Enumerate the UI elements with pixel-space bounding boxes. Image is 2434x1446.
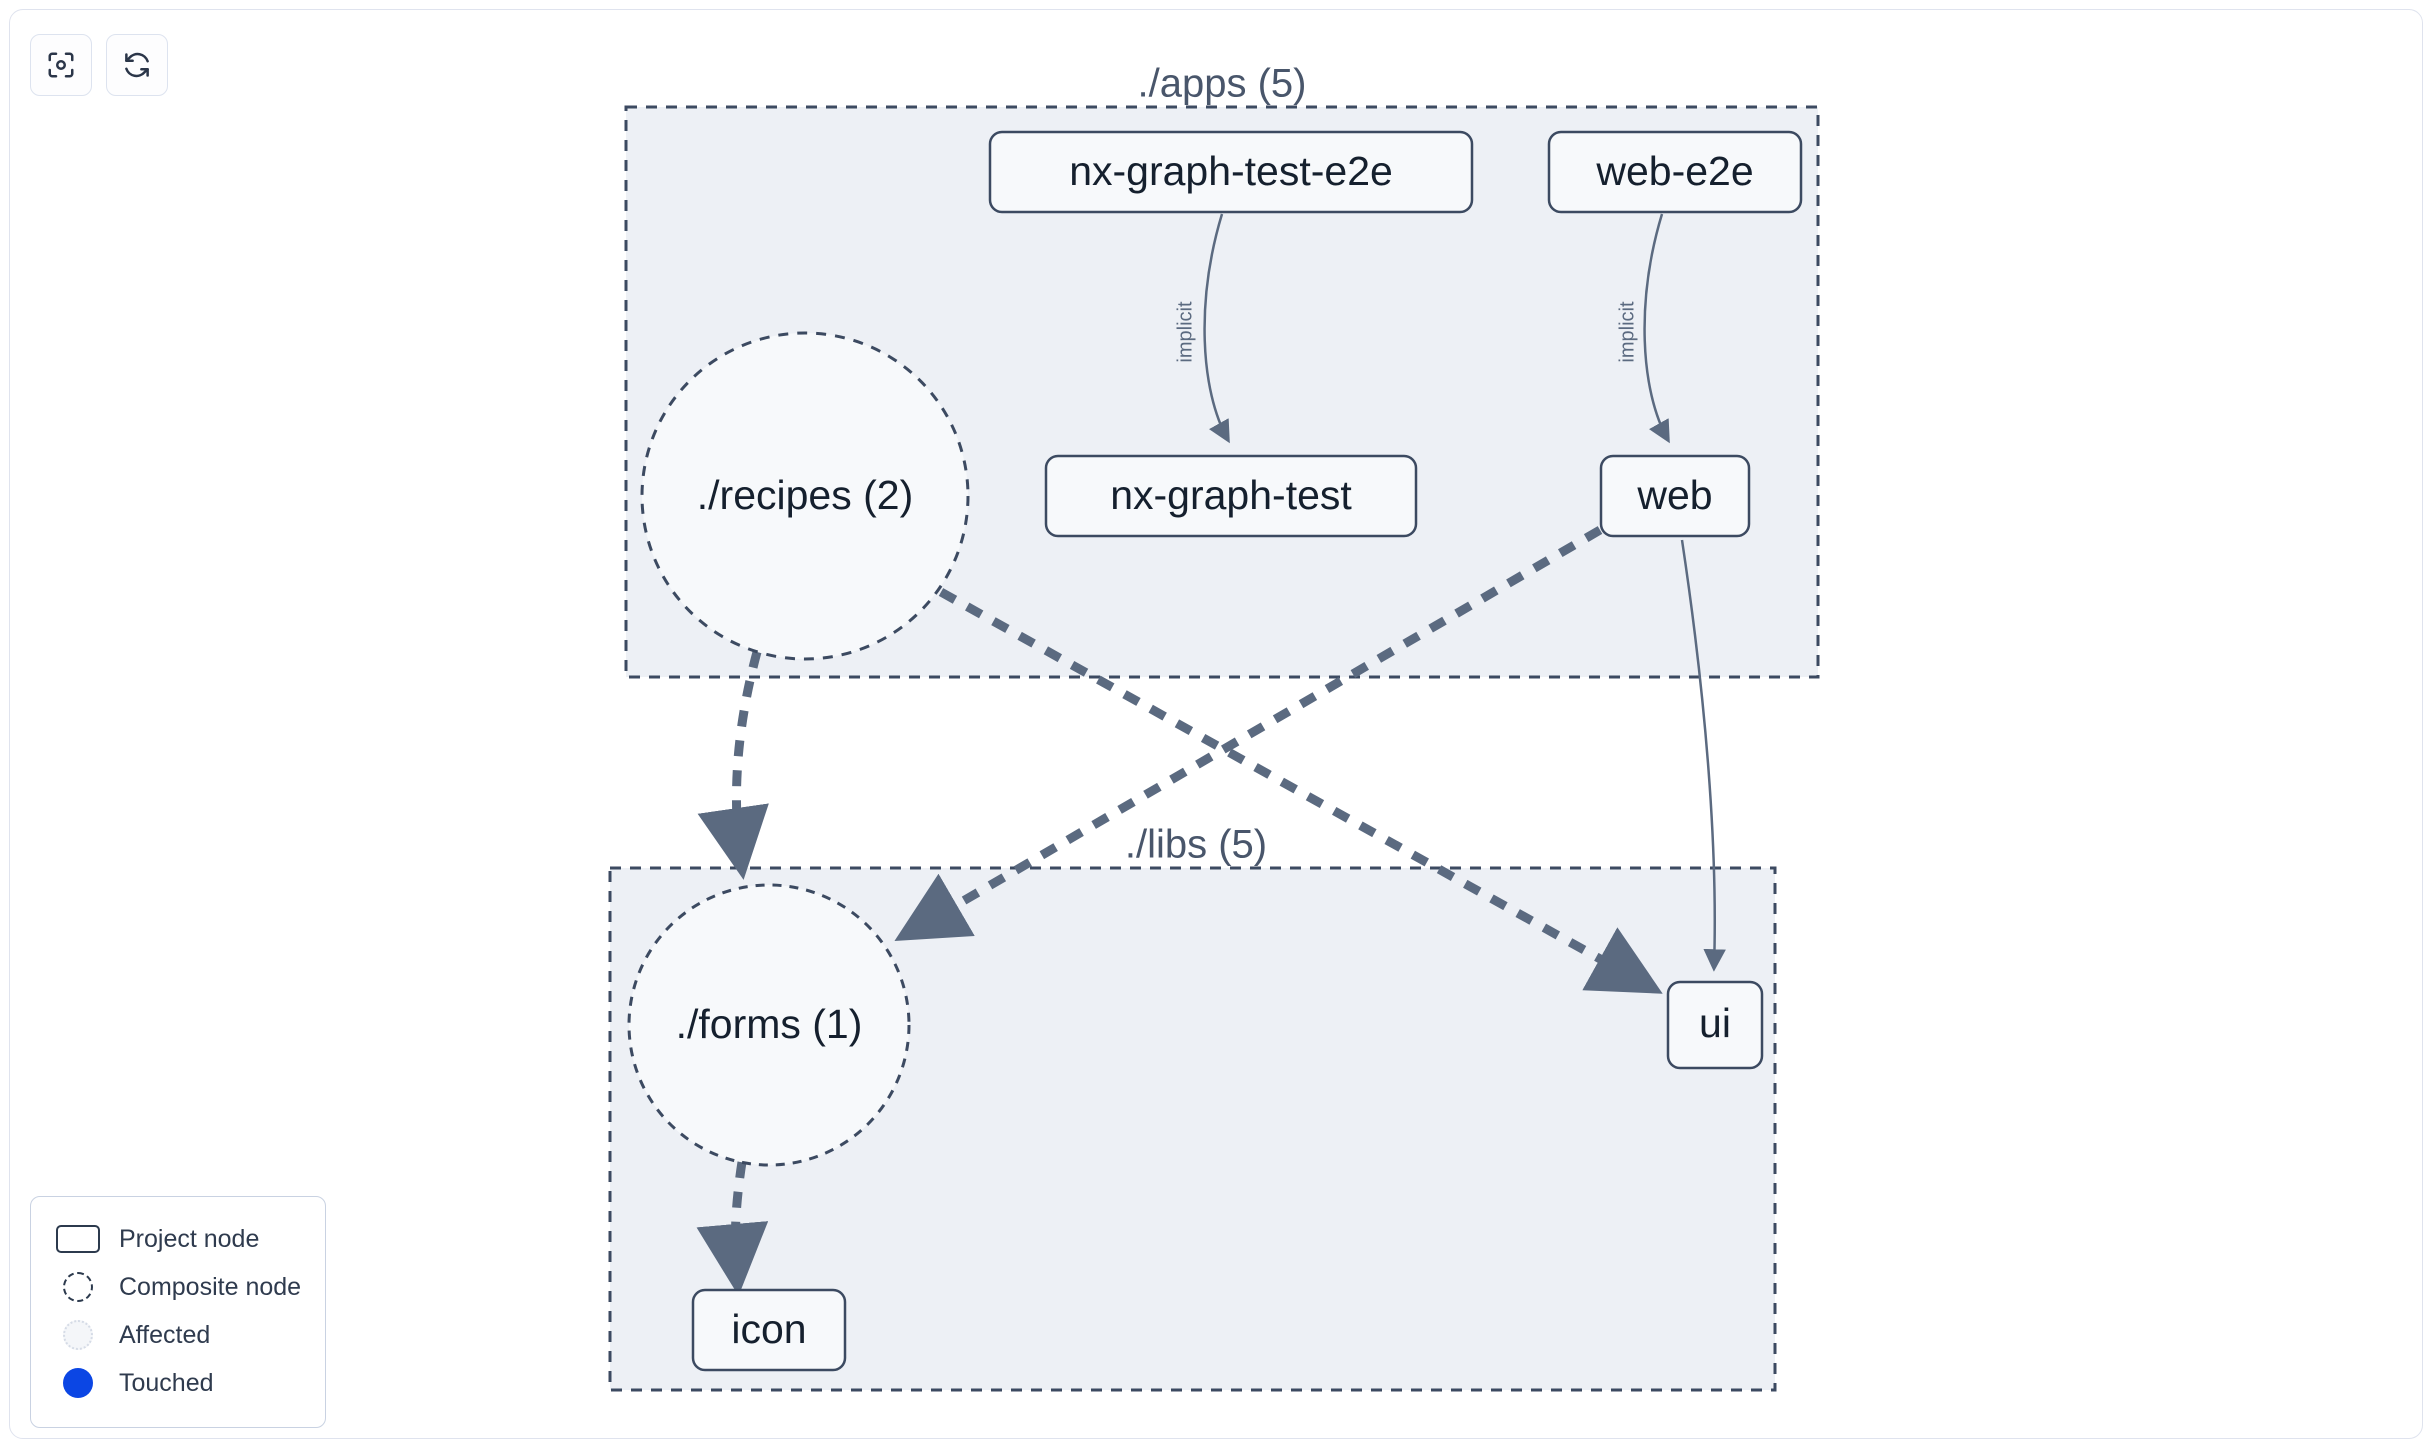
focus-graph-button[interactable] — [30, 34, 92, 96]
edge-path — [697, 650, 769, 880]
node-shape — [627, 883, 911, 1167]
node-shape — [691, 1288, 847, 1372]
graph-edges: implicit implicit — [696, 213, 1726, 1296]
edge-label-implicit-2: implicit — [1616, 301, 1638, 363]
legend-item-project-node: Project node — [51, 1215, 305, 1263]
node-shape — [640, 331, 970, 661]
edge-web-to-ui[interactable] — [1680, 539, 1726, 972]
node-shape — [1044, 454, 1418, 538]
edge-nx-graph-test-e2e-to-nx-graph-test[interactable]: implicit — [1174, 213, 1230, 444]
node-label: ui — [1699, 1000, 1731, 1046]
node-label: nx-graph-test — [1110, 472, 1352, 518]
edge-path — [1680, 539, 1726, 972]
project-node-swatch — [51, 1225, 105, 1253]
touched-swatch — [51, 1368, 105, 1398]
edge-recipes-to-ui[interactable] — [938, 588, 1663, 994]
edge-path — [938, 588, 1663, 994]
legend-item-affected: Affected — [51, 1311, 305, 1359]
node-label: ./recipes (2) — [697, 472, 913, 518]
node-forms-composite[interactable]: ./forms (1) — [627, 883, 911, 1167]
node-label: nx-graph-test-e2e — [1069, 148, 1393, 194]
edge-path — [894, 526, 1603, 942]
node-shape — [1666, 980, 1764, 1070]
affected-swatch — [51, 1320, 105, 1350]
node-ui[interactable]: ui — [1666, 980, 1764, 1070]
node-web-e2e[interactable]: web-e2e — [1547, 130, 1803, 214]
legend-label: Project node — [119, 1224, 260, 1253]
node-nx-graph-test-e2e[interactable]: nx-graph-test-e2e — [988, 130, 1474, 214]
node-shape — [988, 130, 1474, 214]
node-icon[interactable]: icon — [691, 1288, 847, 1372]
node-label: icon — [731, 1306, 806, 1352]
node-shape — [1599, 454, 1751, 538]
group-apps-label: ./apps (5) — [1138, 62, 1307, 106]
edge-path — [1643, 213, 1670, 444]
edge-path — [696, 1161, 769, 1296]
node-recipes-composite[interactable]: ./recipes (2) — [640, 331, 970, 661]
edge-recipes-to-forms[interactable] — [697, 650, 769, 880]
edge-forms-to-icon[interactable] — [696, 1161, 769, 1296]
edge-label-implicit-1: implicit — [1174, 301, 1196, 363]
edge-web-e2e-to-web[interactable]: implicit — [1616, 213, 1670, 444]
node-label: ./forms (1) — [676, 1001, 863, 1047]
graph-nodes: nx-graph-test-e2e web-e2e ./recipes (2) … — [627, 130, 1803, 1372]
node-label: web — [1636, 472, 1712, 518]
refresh-graph-button[interactable] — [106, 34, 168, 96]
legend-label: Composite node — [119, 1272, 302, 1301]
legend-label: Touched — [119, 1368, 214, 1397]
legend-item-touched: Touched — [51, 1359, 305, 1407]
composite-node-swatch — [51, 1272, 105, 1302]
group-libs-label: ./libs (5) — [1125, 823, 1267, 867]
legend-item-composite-node: Composite node — [51, 1263, 305, 1311]
refresh-icon — [122, 50, 152, 80]
node-nx-graph-test[interactable]: nx-graph-test — [1044, 454, 1418, 538]
graph-legend: Project node Composite node Affected Tou… — [30, 1196, 326, 1428]
node-web[interactable]: web — [1599, 454, 1751, 538]
legend-label: Affected — [119, 1320, 211, 1349]
graph-toolbar — [30, 34, 168, 96]
focus-target-icon — [46, 50, 76, 80]
node-shape — [1547, 130, 1803, 214]
node-label: web-e2e — [1595, 148, 1753, 194]
edge-path — [1203, 213, 1230, 444]
edge-web-to-forms[interactable] — [894, 526, 1603, 942]
